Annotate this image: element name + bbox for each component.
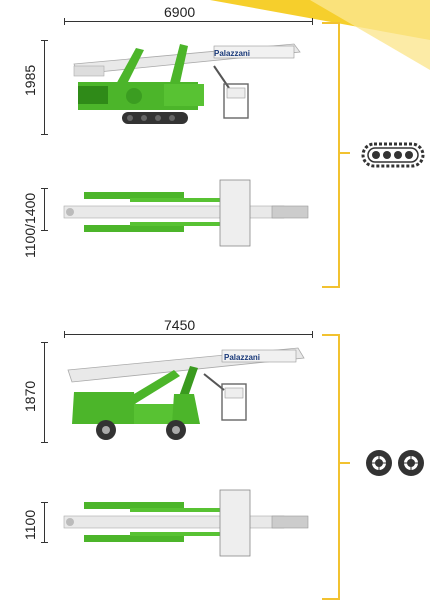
- wheeled-width-line: [64, 334, 312, 335]
- crawler-track-icon: [361, 142, 425, 168]
- wheeled-width-label: 7450: [164, 317, 196, 333]
- dim-tick: [41, 188, 48, 189]
- dim-tick: [41, 442, 48, 443]
- wheeled-bracket: [322, 334, 340, 600]
- bracket-pointer: [338, 152, 350, 154]
- dim-tick: [64, 331, 65, 338]
- wheeled-height-line: [44, 342, 45, 442]
- dim-tick: [41, 230, 48, 231]
- wheeled-brand-text: Palazzani: [224, 353, 260, 362]
- crawler-bracket: [322, 22, 340, 288]
- dim-tick: [41, 134, 48, 135]
- wheeled-side-view: Palazzani: [67, 347, 305, 440]
- wheeled-track-line: [44, 502, 45, 542]
- wheels-icon: [366, 450, 424, 476]
- bracket-pointer: [338, 462, 350, 464]
- wheeled-height-label: 1870: [22, 380, 38, 412]
- crawler-track-line: [44, 188, 45, 230]
- crawler-track-label: 1100/1400: [22, 192, 38, 258]
- wheeled-top-view: [63, 489, 309, 557]
- dim-tick: [41, 342, 48, 343]
- crawler-width-label: 6900: [164, 4, 196, 20]
- dim-tick: [312, 331, 313, 338]
- crawler-side-view: Palazzani: [73, 43, 301, 124]
- dim-tick: [64, 18, 65, 25]
- dim-tick: [41, 502, 48, 503]
- crawler-brand-text: Palazzani: [214, 49, 250, 58]
- crawler-top-view: [63, 179, 309, 247]
- dim-tick: [312, 18, 313, 25]
- crawler-height-line: [44, 40, 45, 134]
- corner-accent-light: [310, 0, 430, 70]
- crawler-height-label: 1985: [22, 64, 38, 96]
- dim-tick: [41, 40, 48, 41]
- wheeled-track-label: 1100: [22, 509, 38, 540]
- dim-tick: [41, 542, 48, 543]
- crawler-width-line: [64, 21, 312, 22]
